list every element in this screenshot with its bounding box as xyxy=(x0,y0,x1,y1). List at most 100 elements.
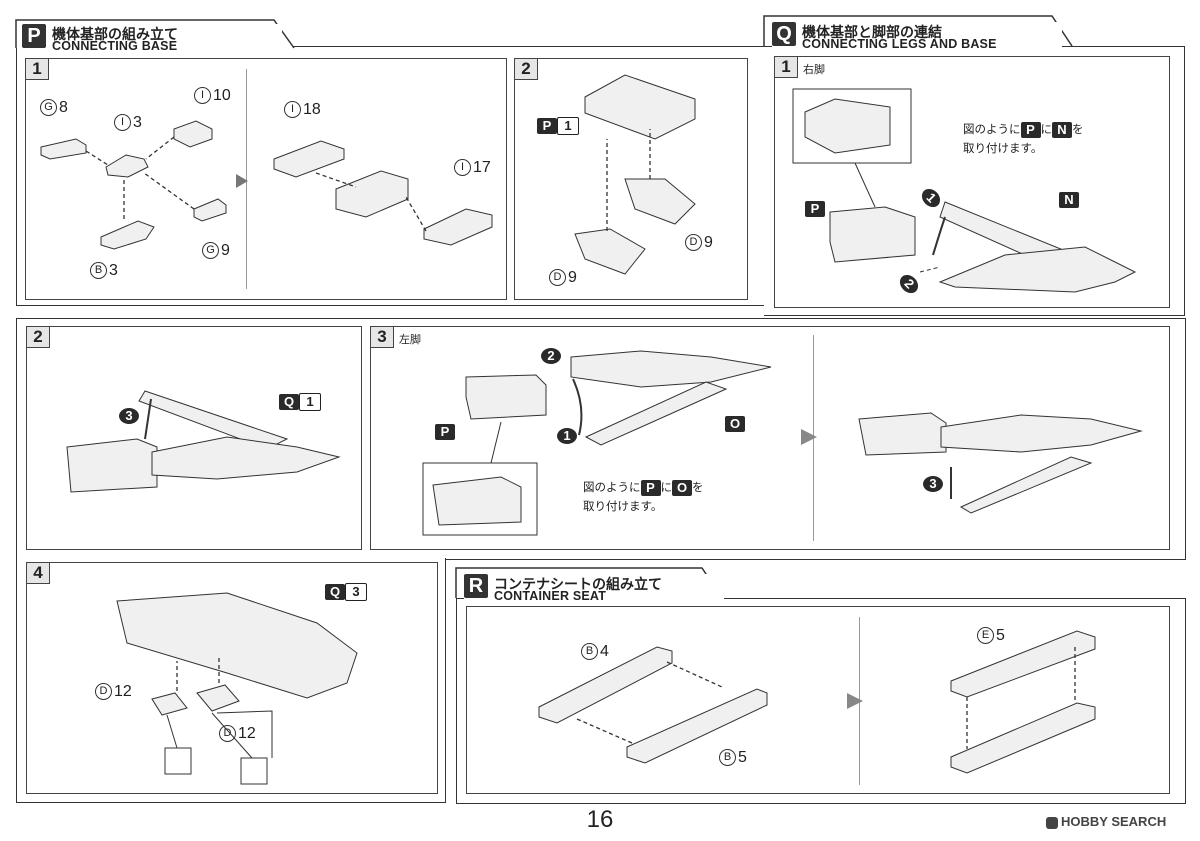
q1-note-text: を xyxy=(1072,124,1084,136)
part-d-circle: D xyxy=(219,725,236,743)
q3-note-text: に xyxy=(660,482,673,494)
q3-step-marker-2: 2 xyxy=(541,347,561,365)
part-b-circle: B xyxy=(90,262,107,280)
q-step-4-illustration xyxy=(116,592,358,785)
part-d-circle: D xyxy=(685,234,702,252)
part-d9-number: 9 xyxy=(704,234,713,251)
part-g-circle: G xyxy=(202,242,219,260)
step-marker-2: 2 xyxy=(896,271,922,297)
q3-note-line2: 取り付けます。 xyxy=(583,501,663,513)
q1-step-marker-1: 1 xyxy=(918,185,944,211)
section-q-letter: Q xyxy=(772,22,796,46)
section-r-letter: R xyxy=(464,574,488,598)
p-step-1-illustration xyxy=(40,120,493,250)
q2-step-marker-3: 3 xyxy=(119,407,139,425)
badge-q-number: 3 xyxy=(345,583,367,601)
part-d-circle: D xyxy=(95,683,112,701)
q3-side-label: 左脚 xyxy=(399,334,421,346)
section-p-subtitle: CONNECTING BASE xyxy=(52,39,178,53)
badge-o: O xyxy=(672,479,692,496)
part-g9-number: 9 xyxy=(221,242,230,259)
q1-label-p: P xyxy=(805,200,825,218)
badge-q-number: 1 xyxy=(299,393,321,411)
badge-o: O xyxy=(725,415,745,432)
section-p-letter: P xyxy=(22,24,46,48)
badge-p: P xyxy=(1020,121,1041,138)
q1-label-n: N xyxy=(1059,191,1079,209)
p-step-1-divider xyxy=(246,69,247,289)
q-step-2-number: 2 xyxy=(27,327,50,348)
badge-p: P xyxy=(805,200,825,217)
p-step-2-number: 2 xyxy=(515,59,538,80)
part-d12-number: 12 xyxy=(114,683,132,700)
q1-note-text: 図のように xyxy=(963,124,1021,136)
part-b4-number: 4 xyxy=(600,643,609,660)
section-q-title: 機体基部と脚部の連結 xyxy=(802,24,942,40)
step-marker-3: 3 xyxy=(119,407,139,424)
r-step-illustration xyxy=(538,630,1096,774)
part-i-circle: I xyxy=(114,114,131,132)
section-p-tab: P 機体基部の組み立て CONNECTING BASE xyxy=(22,24,282,54)
badge-q: Q xyxy=(325,584,345,600)
q3-note-text: を xyxy=(692,482,704,494)
step-marker-1: 1 xyxy=(557,427,577,444)
part-i17-number: 17 xyxy=(473,159,491,176)
badge-n: N xyxy=(1052,121,1072,138)
section-q-subtitle: CONNECTING LEGS AND BASE xyxy=(802,37,997,51)
watermark-icon xyxy=(1046,816,1058,829)
q1-side-label: 右脚 xyxy=(803,64,825,76)
watermark-text: HOBBY SEARCH xyxy=(1061,814,1167,829)
badge-q: Q xyxy=(279,394,299,410)
section-r-tab: R コンテナシートの組み立て CONTAINER SEAT xyxy=(464,574,724,604)
q-step-2-illustration xyxy=(66,390,341,493)
badge-p: P xyxy=(640,479,661,496)
part-b-circle: B xyxy=(719,749,736,767)
part-i-circle: I xyxy=(194,87,211,105)
q3-label-o: O xyxy=(725,415,745,433)
part-d12-number: 12 xyxy=(238,725,256,742)
section-p-title: 機体基部の組み立て xyxy=(52,26,178,42)
badge-p: P xyxy=(537,118,557,134)
part-b-circle: B xyxy=(581,643,598,661)
part-b5-number: 5 xyxy=(738,749,747,766)
part-i-circle: I xyxy=(284,101,301,119)
q-step-4-number: 4 xyxy=(27,563,50,584)
watermark: HOBBY SEARCH xyxy=(1046,814,1166,829)
q-step-1-illustration xyxy=(792,88,1137,293)
part-i-circle: I xyxy=(454,159,471,177)
part-d-circle: D xyxy=(549,269,566,287)
part-i10-number: 10 xyxy=(213,87,231,104)
q1-note-line2: 取り付けます。 xyxy=(963,143,1043,155)
q3-note-text: 図のように xyxy=(583,482,641,494)
part-e5-number: 5 xyxy=(996,627,1005,644)
part-i3-number: 3 xyxy=(133,114,142,131)
q3-step-marker-1: 1 xyxy=(557,427,577,445)
q-step-1-number: 1 xyxy=(775,57,798,78)
badge-p: P xyxy=(435,423,455,440)
section-q-tab: Q 機体基部と脚部の連結 CONNECTING LEGS AND BASE xyxy=(772,22,1062,52)
part-b3-number: 3 xyxy=(109,262,118,279)
q3-step-marker-3: 3 xyxy=(923,475,943,493)
